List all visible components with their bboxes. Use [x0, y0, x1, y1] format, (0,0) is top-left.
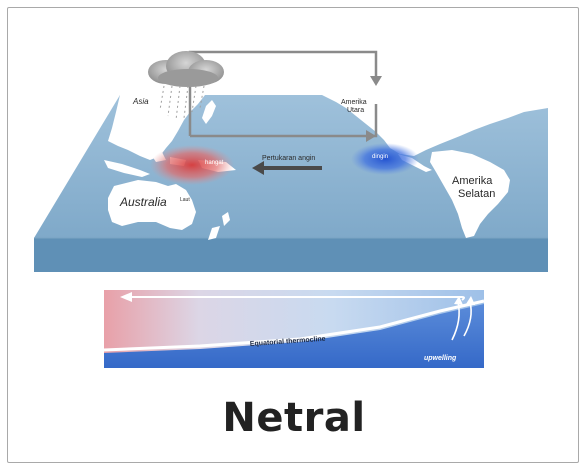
upwelling-arrow-1: [451, 301, 460, 341]
rain-cloud: [148, 51, 224, 87]
ocean-cross-section: [103, 290, 485, 368]
indonesia-islands: [104, 160, 150, 177]
wind-arrow: [252, 161, 322, 175]
label-warm: hangat: [205, 160, 224, 166]
circulation-arrowhead-right: [366, 130, 376, 142]
diagram-title: Netral: [222, 395, 366, 441]
ocean-slab-side: [34, 238, 548, 272]
north-america-land: [322, 95, 548, 156]
japan-islands: [202, 100, 216, 124]
australia-land: [108, 180, 196, 230]
label-south-america-1: Amerika: [452, 175, 493, 187]
label-north-america-2: Utara: [347, 107, 364, 114]
cold-pool: [351, 143, 419, 175]
new-zealand-land: [208, 212, 230, 240]
south-america-land: [430, 150, 510, 238]
circulation-loop: [188, 50, 378, 136]
label-small-sea: Laut: [180, 197, 190, 203]
label-wind-exchange: Pertukaran angin: [262, 155, 315, 162]
asia-land: [108, 95, 205, 160]
label-south-america-2: Selatan: [458, 188, 495, 200]
warm-pool: [150, 145, 234, 185]
section-deep-layer: [104, 304, 484, 368]
label-australia: Australia: [119, 195, 167, 209]
label-cold: dingin: [372, 154, 388, 160]
circulation-arrowhead-down: [370, 76, 382, 86]
label-north-america-1: Amerika: [341, 99, 367, 106]
rain-drops: [159, 85, 205, 121]
label-upwelling: upwelling: [424, 355, 457, 362]
label-asia: Asia: [132, 97, 149, 106]
surface-current-arrow: [130, 296, 465, 301]
thermocline-line: [103, 299, 485, 352]
upwelling-arrow-2: [463, 301, 472, 337]
